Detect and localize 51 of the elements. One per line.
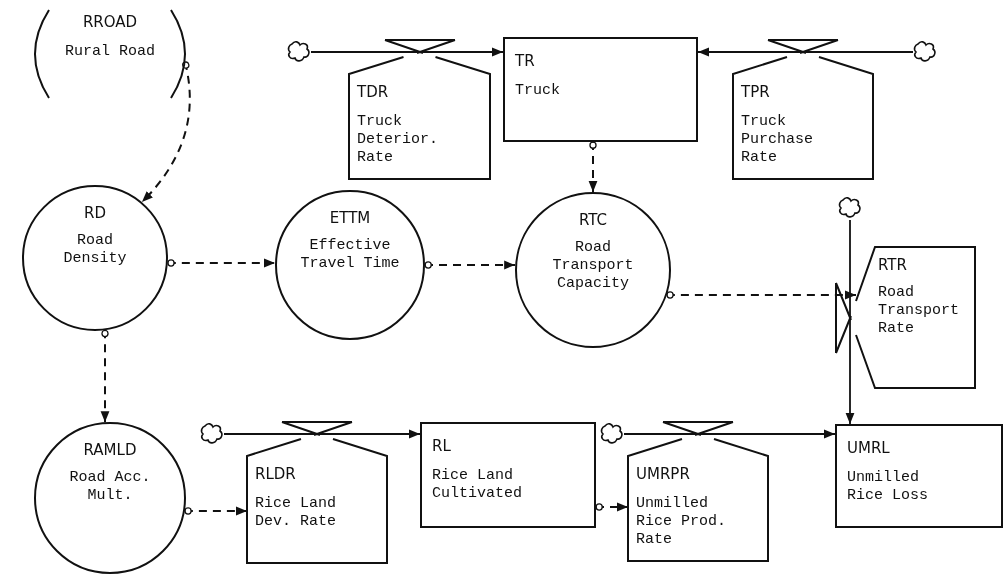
variable-name: Effective Travel Time bbox=[300, 237, 400, 273]
variable-code: RTR bbox=[878, 257, 908, 274]
variable-name: Truck bbox=[515, 82, 561, 100]
variable-name: Rice Land Cultivated bbox=[432, 467, 523, 503]
variable-code: RL bbox=[432, 438, 452, 455]
variable-code: UMRL bbox=[847, 440, 891, 457]
flow-arrow bbox=[697, 47, 914, 57]
variable-code: RAMLD bbox=[83, 442, 137, 459]
information-link-arrow bbox=[166, 258, 277, 268]
auxiliary-circle bbox=[22, 185, 168, 331]
variable-name: Truck Purchase Rate bbox=[741, 113, 814, 167]
flow-arrow bbox=[845, 219, 855, 425]
variable-code: TPR bbox=[741, 84, 771, 101]
flow-arrow bbox=[623, 429, 836, 439]
auxiliary-circle bbox=[34, 422, 186, 574]
variable-name: Road Density bbox=[62, 232, 128, 268]
information-link-arrow bbox=[665, 290, 857, 300]
variable-name: Truck Deterior. Rate bbox=[357, 113, 439, 167]
information-link-arrow bbox=[424, 260, 517, 270]
stock-box bbox=[835, 424, 1003, 528]
variable-name: Unmilled Rice Prod. Rate bbox=[636, 495, 727, 549]
variable-code: RTC bbox=[578, 212, 608, 229]
flow-arrow bbox=[310, 47, 504, 57]
stock-box bbox=[503, 37, 698, 142]
variable-code: ETTM bbox=[329, 210, 371, 227]
variable-name: Rural Road bbox=[65, 43, 155, 61]
variable-code: RLDR bbox=[255, 466, 297, 483]
stock-box bbox=[420, 422, 596, 528]
cloud-symbol bbox=[913, 40, 937, 64]
information-link-arrow bbox=[183, 506, 248, 516]
variable-code: TDR bbox=[357, 84, 390, 101]
variable-name: Rice Land Dev. Rate bbox=[255, 495, 337, 531]
variable-name: Road Transport Capacity bbox=[551, 239, 635, 293]
flow-arrow bbox=[223, 429, 421, 439]
information-link-arrow bbox=[100, 329, 110, 424]
variable-code: UMRPR bbox=[636, 466, 691, 483]
variable-code: RD bbox=[84, 205, 106, 222]
variable-code: TR bbox=[515, 53, 536, 70]
cloud-symbol bbox=[838, 196, 862, 220]
information-link-arrow bbox=[588, 141, 598, 193]
variable-code: RROAD bbox=[82, 14, 138, 31]
cloud-symbol bbox=[200, 422, 224, 446]
cloud-symbol bbox=[287, 40, 311, 64]
cloud-symbol bbox=[600, 422, 624, 446]
auxiliary-circle bbox=[275, 190, 425, 340]
variable-name: Road Acc. Mult. bbox=[68, 469, 152, 505]
variable-name: Road Transport Rate bbox=[878, 284, 960, 338]
variable-name: Unmilled Rice Loss bbox=[847, 469, 929, 505]
information-link-arrow bbox=[140, 61, 191, 204]
information-link-arrow bbox=[595, 502, 629, 512]
auxiliary-circle bbox=[515, 192, 671, 348]
